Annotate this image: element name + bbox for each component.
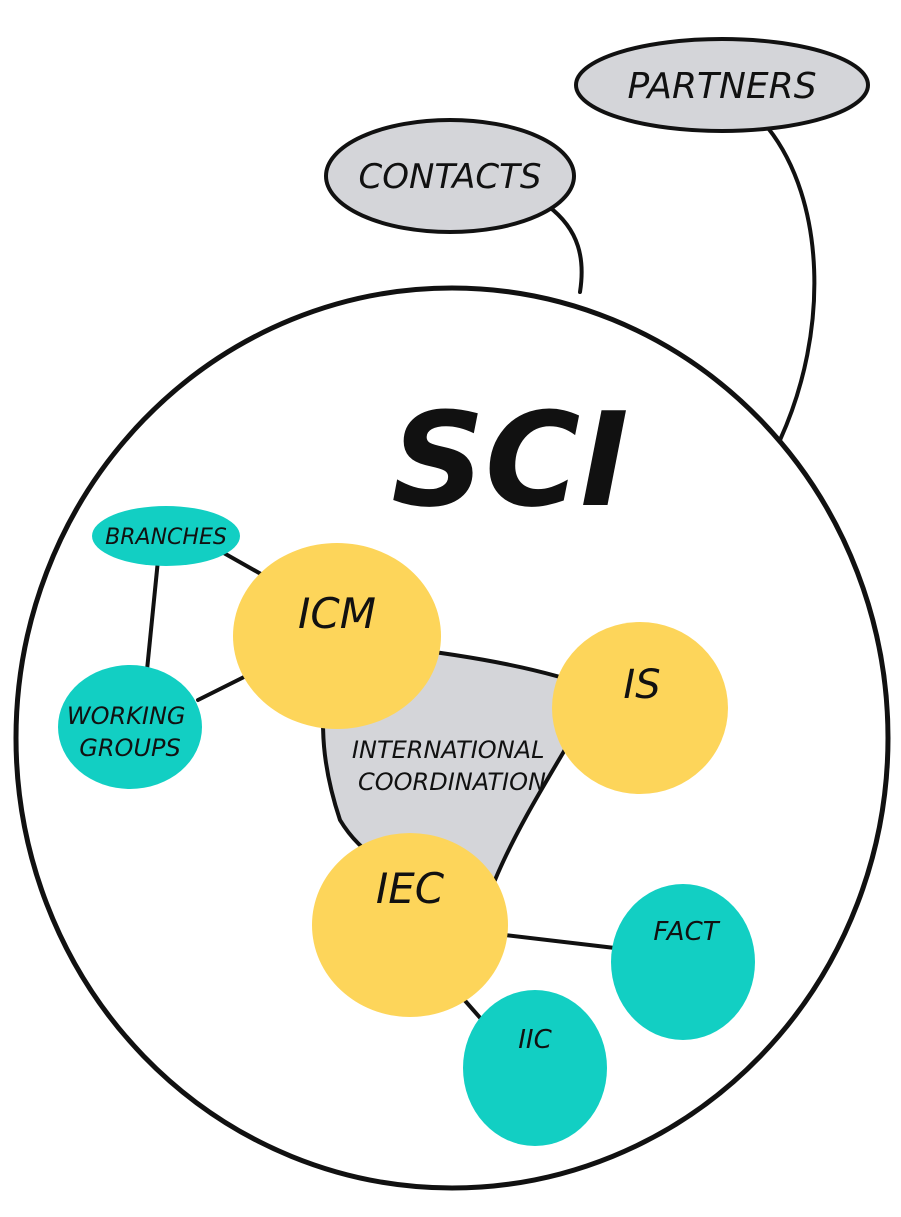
iec-node[interactable]: IEC	[312, 833, 508, 1017]
branches-node[interactable]: BRANCHES	[92, 506, 240, 566]
contacts-label: CONTACTS	[359, 157, 542, 197]
iec-fact-connector	[503, 933, 617, 950]
is-node[interactable]: IS	[552, 622, 728, 794]
iec-bubble	[312, 833, 508, 1017]
is-label: IS	[623, 662, 660, 708]
icm-bubble	[233, 543, 441, 729]
partners-bubble	[574, 37, 870, 133]
iec-label: IEC	[376, 864, 445, 913]
working-groups-bubble	[58, 665, 202, 789]
branches-label: BRANCHES	[105, 525, 227, 550]
icm-label: ICM	[298, 589, 376, 638]
partners-label: PARTNERS	[627, 66, 816, 107]
branches-workinggroups-connector	[145, 558, 160, 672]
iic-label: IIC	[518, 1025, 552, 1055]
international-coordination-label: INTERNATIONAL COORDINATION	[352, 736, 552, 796]
working-groups-line-1: WORKING	[67, 702, 186, 730]
partners-node[interactable]: PARTNERS	[574, 37, 870, 133]
sci-title: SCI	[391, 384, 628, 536]
branches-bubble	[92, 506, 240, 566]
working-groups-line-2: GROUPS	[79, 734, 180, 762]
working-groups-node[interactable]: WORKING GROUPS	[58, 665, 202, 789]
contacts-node[interactable]: CONTACTS	[324, 118, 576, 234]
fact-label: FACT	[653, 917, 720, 947]
international-coordination-line-1: INTERNATIONAL	[352, 736, 545, 764]
workinggroups-icm-connector	[196, 673, 250, 702]
partners-connector	[766, 126, 817, 442]
icm-node[interactable]: ICM	[233, 543, 441, 729]
iic-node[interactable]: IIC	[463, 990, 607, 1146]
is-bubble	[552, 622, 728, 794]
contacts-connector	[546, 204, 584, 294]
international-coordination-line-2: COORDINATION	[358, 768, 546, 796]
contacts-bubble	[324, 118, 576, 234]
fact-bubble	[611, 884, 755, 1040]
iic-bubble	[463, 990, 607, 1146]
fact-node[interactable]: FACT	[611, 884, 755, 1040]
working-groups-label: WORKING GROUPS	[67, 702, 193, 762]
